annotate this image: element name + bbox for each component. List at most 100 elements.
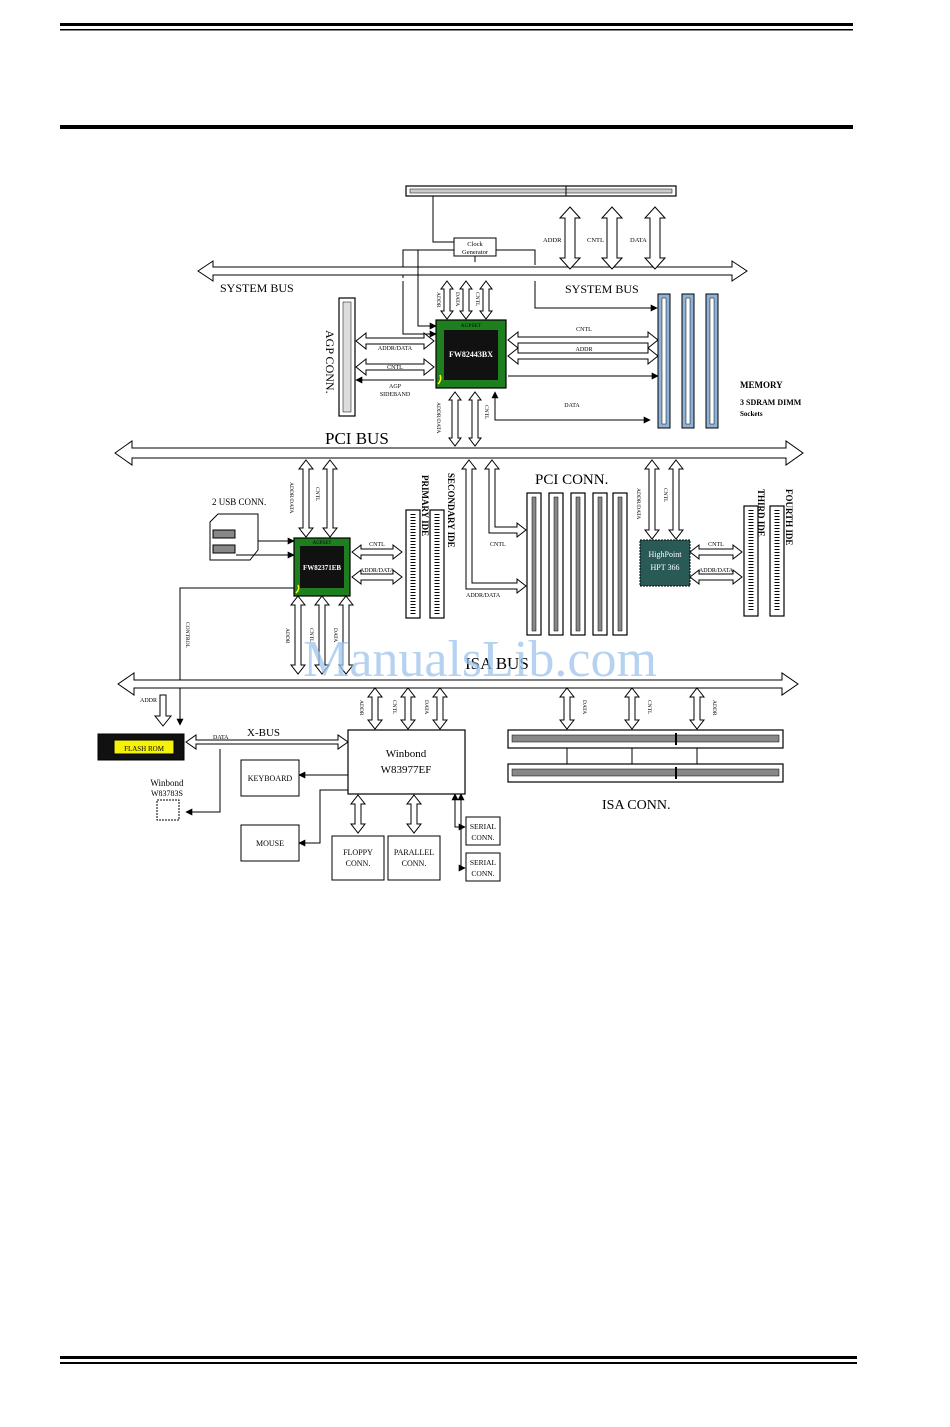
flash-rom	[97, 733, 185, 761]
south-addrdata-label: ADDR/DATA	[288, 482, 294, 513]
primary-ide-label: PRIMARY IDE	[420, 475, 430, 536]
clock-wires	[402, 196, 536, 278]
primary-ide-connector	[405, 509, 421, 619]
pci-cntl-label: CNTL	[490, 542, 506, 548]
xbus-data-label: DATA	[213, 735, 229, 741]
cpu-bus-arrows	[558, 206, 667, 270]
mouse-label: MOUSE	[256, 839, 284, 848]
hpt-ide-addrdata-label: ADDR/DATA	[699, 568, 734, 574]
pci-bus	[114, 440, 804, 466]
serial-label-2b: CONN.	[471, 869, 494, 878]
mouse-box	[240, 824, 300, 862]
serial-box-2	[465, 852, 501, 882]
secondary-ide-connector	[429, 509, 445, 619]
memory-data-arrow	[491, 391, 651, 424]
south-ide-arrows	[351, 543, 403, 586]
flash-rom-label: FLASH ROM	[124, 745, 165, 753]
x-bus-label: X-BUS	[247, 727, 280, 739]
memory-sub-1: 3 SDRAM DIMM	[740, 398, 802, 407]
north-addr-label: ADDR	[435, 292, 441, 308]
dimm-sockets	[657, 293, 719, 429]
sio-addr-label: ADDR	[358, 700, 364, 716]
north-pci-arrows	[448, 391, 482, 447]
north-data-label: DATA	[454, 292, 460, 306]
super-io-label-1: Winbond	[386, 748, 427, 760]
super-io-box	[347, 729, 466, 795]
mouse-link	[298, 789, 348, 847]
third-ide-label: THIRD IDE	[756, 489, 766, 537]
serial-label-1a: SERIAL	[470, 822, 497, 831]
north-pci-addrdata-label: ADDR/DATA	[435, 402, 441, 433]
hpt-ide-cntl-label: CNTL	[708, 542, 724, 548]
agp-north-arrows	[355, 331, 435, 377]
pci-slot-cores	[531, 496, 623, 632]
super-io-label-2: W83977EF	[381, 764, 432, 776]
memory-sub-2: Sockets	[740, 410, 763, 418]
mem-data-label: DATA	[564, 403, 580, 409]
agp-cntl-label: CNTL	[387, 365, 403, 371]
sio-data-label: DATA	[423, 700, 429, 714]
watermark: ManualsLib.com	[303, 631, 657, 688]
south-isa-addr-label: ADDR	[284, 628, 290, 644]
south-bridge-chip	[293, 537, 351, 597]
pci-conn-label: PCI CONN.	[535, 472, 608, 488]
south-isa-cntl-label: CNTL	[308, 628, 314, 643]
north-system-arrows	[440, 280, 493, 320]
x-bus-drop	[185, 749, 221, 816]
north-chip-top-label: AGPSET	[461, 323, 482, 329]
control-label: CONTROL	[184, 622, 190, 649]
isa-conn-arrows	[558, 687, 706, 730]
agp-conn-label: AGP CONN.	[323, 330, 337, 394]
south-pci-arrows	[297, 459, 339, 538]
keyboard-box	[240, 759, 300, 797]
isa-bus-label: ISA BUS	[465, 654, 529, 673]
footer-rules	[60, 1356, 857, 1364]
pci-slot-arrows	[460, 459, 527, 595]
sio-cntl-label: CNTL	[391, 700, 397, 715]
hpt-ide-arrows	[689, 543, 743, 586]
pci-bus-label: PCI BUS	[325, 429, 389, 448]
serial-link-1	[451, 793, 466, 831]
north-bridge-chip	[435, 319, 507, 389]
hpt-chip-label-1: HighPoint	[649, 550, 683, 559]
hpt-chip-label-2: HPT 366	[651, 563, 680, 572]
south-ide-cntl-label: CNTL	[369, 542, 385, 548]
system-bus-label-right: SYSTEM BUS	[565, 282, 639, 296]
clock-label-1: Clock	[467, 241, 483, 248]
winbond-small-label-1: Winbond	[150, 778, 184, 788]
mem-cntl-label: CNTL	[576, 327, 592, 333]
south-isa-arrows	[289, 595, 355, 675]
cpu-data-label: DATA	[630, 237, 647, 244]
hpt-cntl-label: CNTL	[662, 488, 668, 503]
clock-generator: Clock Generator	[453, 237, 497, 257]
south-isa-data-label: DATA	[332, 628, 338, 642]
isa-bus	[117, 672, 799, 696]
memory-title: MEMORY	[740, 380, 783, 390]
usb-connector	[209, 513, 259, 561]
north-cntl-label: CNTL	[474, 292, 480, 307]
winbond-small-label-2: W83783S	[151, 789, 183, 798]
system-bus	[197, 260, 748, 282]
control-line	[176, 587, 294, 726]
fourth-ide-label: FOURTH IDE	[784, 489, 794, 545]
usb-conn-label: 2 USB CONN.	[212, 497, 266, 507]
cpu-addr-label: ADDR	[543, 237, 562, 244]
isa-conn-label: ISA CONN.	[602, 798, 670, 813]
pci-addrdata-label: ADDR/DATA	[466, 593, 501, 599]
flash-addr-label: ADDR	[140, 698, 157, 704]
winbond-small-chip	[156, 799, 180, 821]
serial-link-2	[457, 793, 466, 872]
serial-label-1b: CONN.	[471, 833, 494, 842]
secondary-ide-label: SECONDARY IDE	[446, 473, 456, 548]
isa-addr-label: ADDR	[711, 700, 717, 716]
isa-connectors	[507, 729, 784, 783]
hpt-addrdata-label: ADDR/DATA	[635, 488, 641, 519]
parallel-label-1: PARALLEL	[394, 848, 434, 857]
floppy-box	[331, 835, 385, 881]
cpu-cntl-label: CNTL	[587, 237, 604, 244]
isa-data-label: DATA	[581, 700, 587, 714]
keyboard-label: KEYBOARD	[248, 774, 293, 783]
agp-sideband-label-1: AGP	[389, 384, 402, 390]
